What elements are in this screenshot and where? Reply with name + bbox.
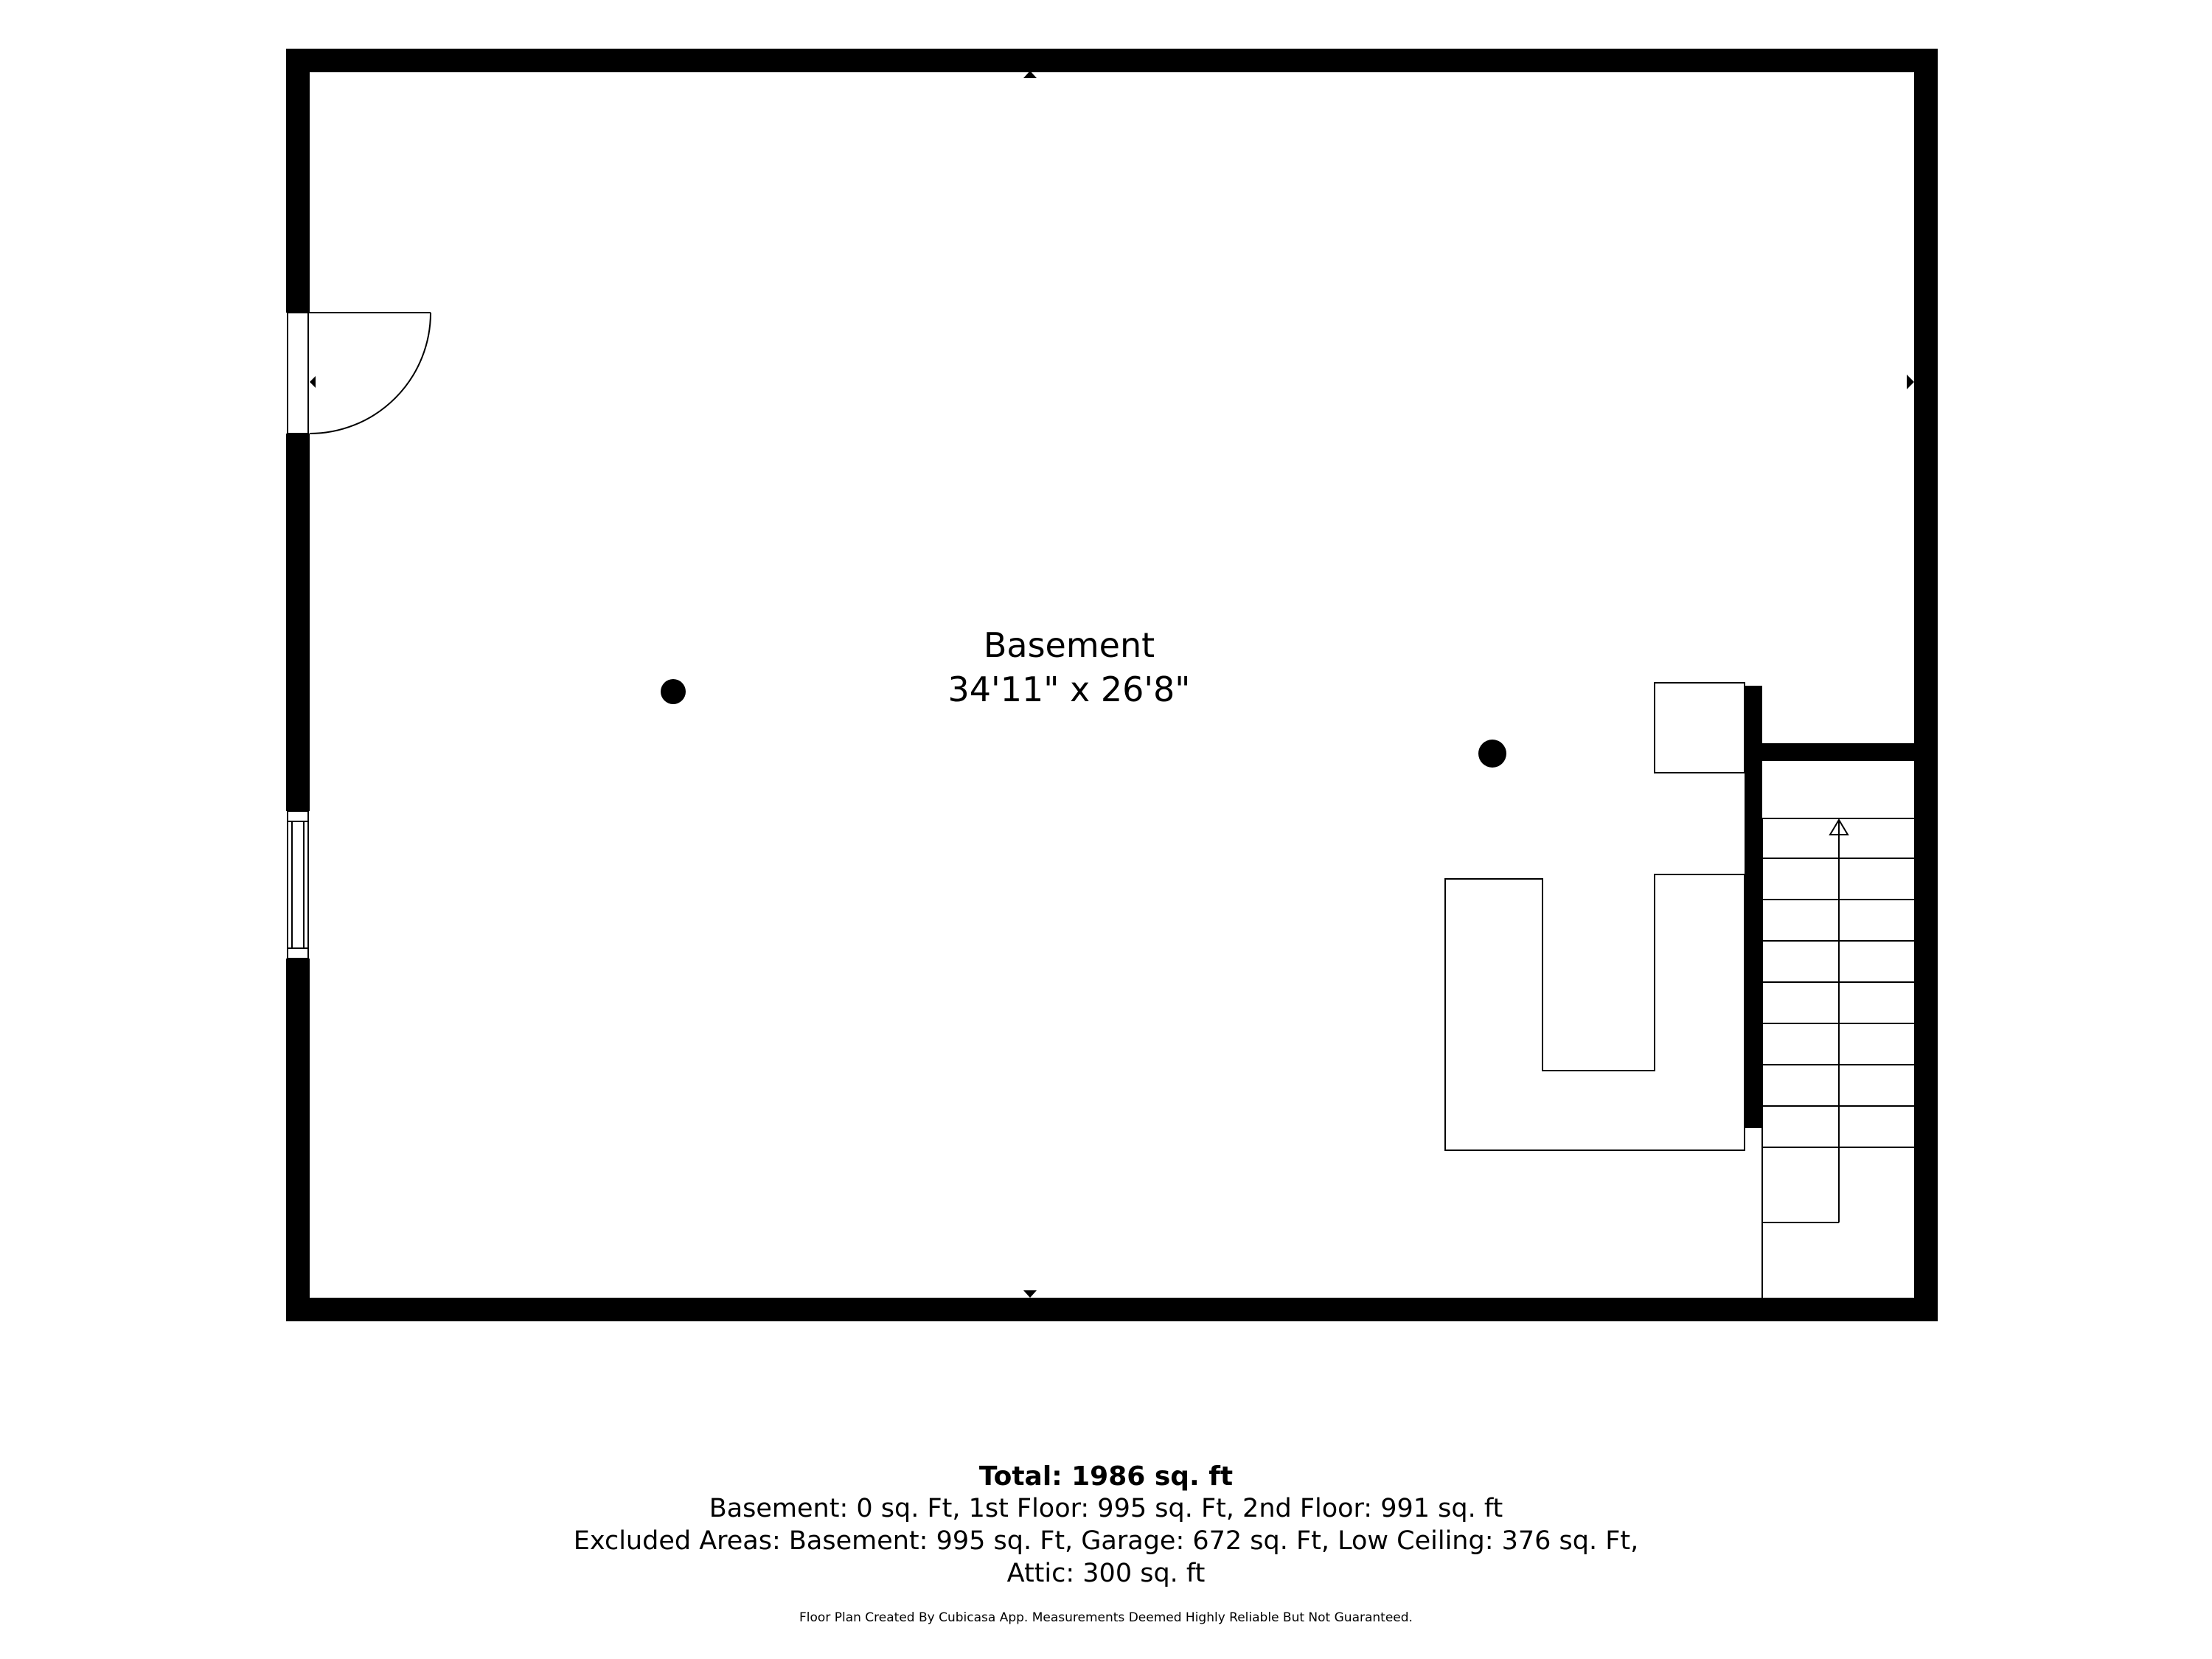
window-frame [287, 810, 309, 959]
interior-wall-vertical [1745, 686, 1762, 1128]
wall-bottom [286, 1298, 1938, 1321]
marker-bottom-icon [1023, 1290, 1037, 1298]
u-shaped-fixture [1444, 874, 1745, 1151]
window [287, 810, 309, 959]
excluded-areas-continued: Attic: 300 sq. ft [1006, 1559, 1206, 1588]
disclaimer: Floor Plan Created By Cubicasa App. Meas… [799, 1610, 1413, 1625]
interior-walls [1745, 686, 1932, 1128]
wall-right [1914, 49, 1938, 1321]
wall-left-segment-3 [286, 959, 310, 1321]
door-opening [287, 312, 309, 434]
marker-top-icon [1023, 71, 1037, 78]
room-dimensions: 34'11" x 26'8" [947, 669, 1191, 709]
support-post-left [661, 679, 686, 704]
wall-left-segment-2 [286, 434, 310, 811]
door-swing-arc [309, 312, 431, 434]
excluded-areas: Excluded Areas: Basement: 995 sq. Ft, Ga… [573, 1526, 1639, 1556]
marker-right-icon [1907, 375, 1914, 389]
support-post-right [1478, 740, 1506, 768]
door [287, 312, 431, 434]
staircase [1761, 818, 1914, 1298]
stair-arrow-icon [1829, 818, 1849, 835]
room-name: Basement [983, 625, 1155, 665]
dimension-markers [1023, 71, 1914, 1298]
floor-areas: Basement: 0 sq. Ft, 1st Floor: 995 sq. F… [709, 1494, 1503, 1523]
interior-wall-horizontal [1762, 743, 1932, 761]
wall-top [286, 49, 1938, 72]
fixtures [1444, 682, 1745, 1151]
utility-box [1654, 682, 1745, 773]
door-marker-icon [310, 376, 316, 388]
wall-left-segment-1 [286, 49, 310, 313]
total-area: Total: 1986 sq. ft [978, 1461, 1234, 1492]
outer-walls [286, 49, 1938, 1321]
